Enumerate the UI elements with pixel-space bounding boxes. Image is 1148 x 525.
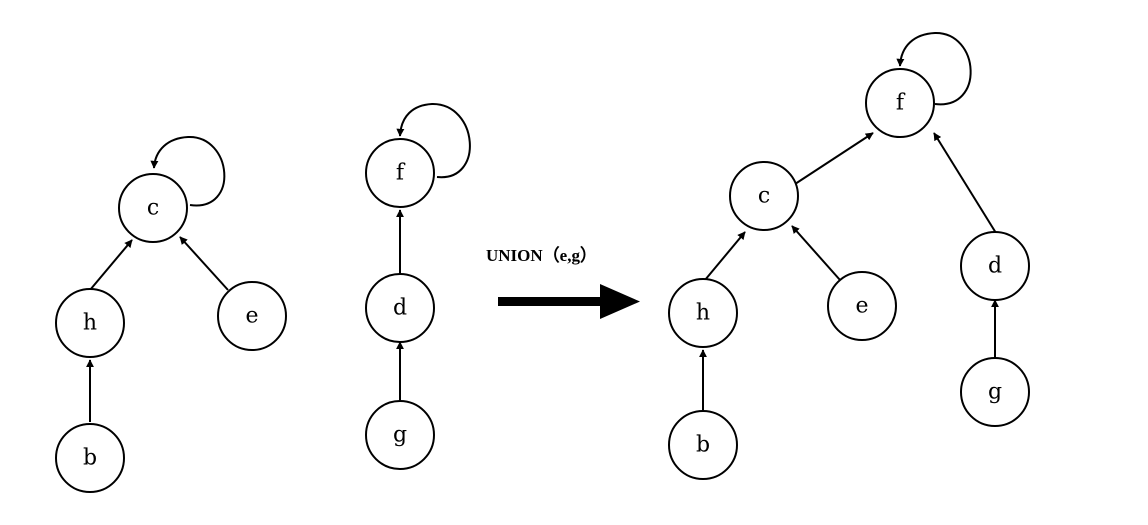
- svg-text:h: h: [83, 311, 97, 336]
- node-b: b: [55, 423, 125, 493]
- svg-text:f: f: [396, 161, 406, 186]
- edge-h-to-c: [89, 239, 133, 291]
- svg-text:e: e: [245, 304, 258, 329]
- svg-text:c: c: [758, 184, 770, 209]
- svg-text:f: f: [896, 91, 906, 116]
- self-loop-f-result: [896, 31, 972, 106]
- node-f-result: f: [865, 68, 935, 138]
- self-loop-c: [150, 135, 226, 207]
- svg-text:c: c: [147, 196, 159, 221]
- node-c: c: [118, 173, 188, 243]
- svg-text:e: e: [855, 294, 868, 319]
- edge-h-to-c-result: [704, 231, 746, 281]
- big-arrow: [498, 284, 640, 319]
- union-operation: UNION（e,g）: [486, 245, 640, 319]
- svg-text:d: d: [393, 296, 407, 321]
- svg-text:g: g: [988, 380, 1002, 405]
- node-c-result: c: [729, 161, 799, 231]
- node-d: d: [365, 273, 435, 343]
- tree-f-before: f d g: [365, 102, 471, 470]
- tree-after-union: f c h e b d g: [668, 31, 1030, 480]
- right-crop-mask: [1030, 0, 1148, 525]
- node-g: g: [365, 400, 435, 470]
- node-b-result: b: [668, 410, 738, 480]
- edge-e-to-c-result: [791, 225, 841, 281]
- edge-e-to-c: [179, 236, 229, 291]
- tree-c-before: c h e b: [55, 135, 287, 493]
- self-loop-f: [396, 102, 471, 179]
- node-f: f: [365, 138, 435, 208]
- svg-text:b: b: [696, 433, 710, 458]
- node-e: e: [217, 281, 287, 351]
- node-d-result: d: [960, 231, 1030, 301]
- operation-label: UNION（e,g）: [486, 245, 597, 265]
- edge-d-to-f-result: [933, 132, 997, 234]
- svg-text:h: h: [696, 301, 710, 326]
- svg-text:d: d: [988, 254, 1002, 279]
- edge-c-to-f-result: [791, 132, 874, 187]
- node-e-result: e: [827, 271, 897, 341]
- svg-text:b: b: [83, 446, 97, 471]
- node-h: h: [55, 288, 125, 358]
- svg-text:g: g: [393, 423, 407, 448]
- node-g-result: g: [960, 357, 1030, 427]
- node-h-result: h: [668, 278, 738, 348]
